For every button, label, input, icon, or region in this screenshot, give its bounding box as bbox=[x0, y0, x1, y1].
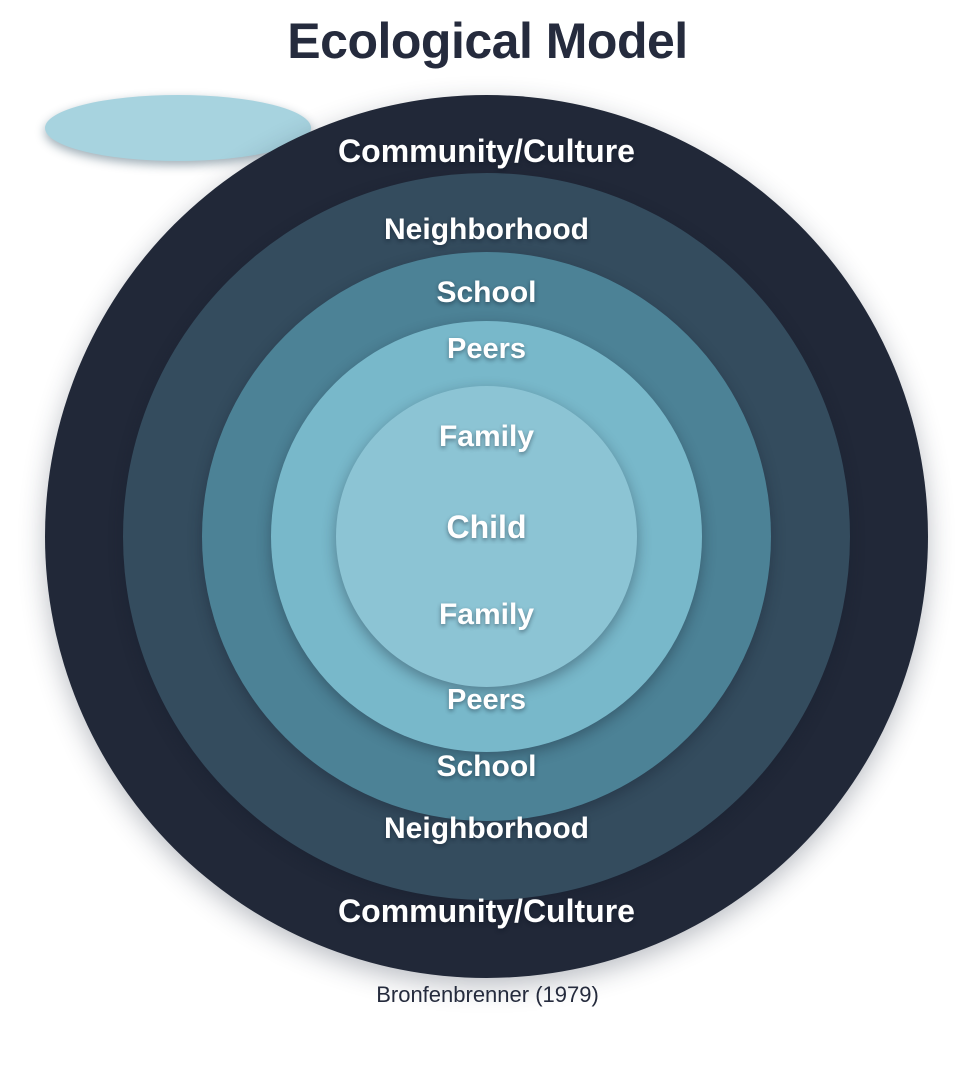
source-caption: Bronfenbrenner (1979) bbox=[376, 982, 599, 1007]
ring-family bbox=[336, 386, 637, 687]
page-title: Ecological Model bbox=[287, 13, 688, 69]
ecological-model-diagram: Community/Culture Neighborhood School Pe… bbox=[45, 95, 928, 978]
ellipse-child bbox=[45, 95, 311, 161]
